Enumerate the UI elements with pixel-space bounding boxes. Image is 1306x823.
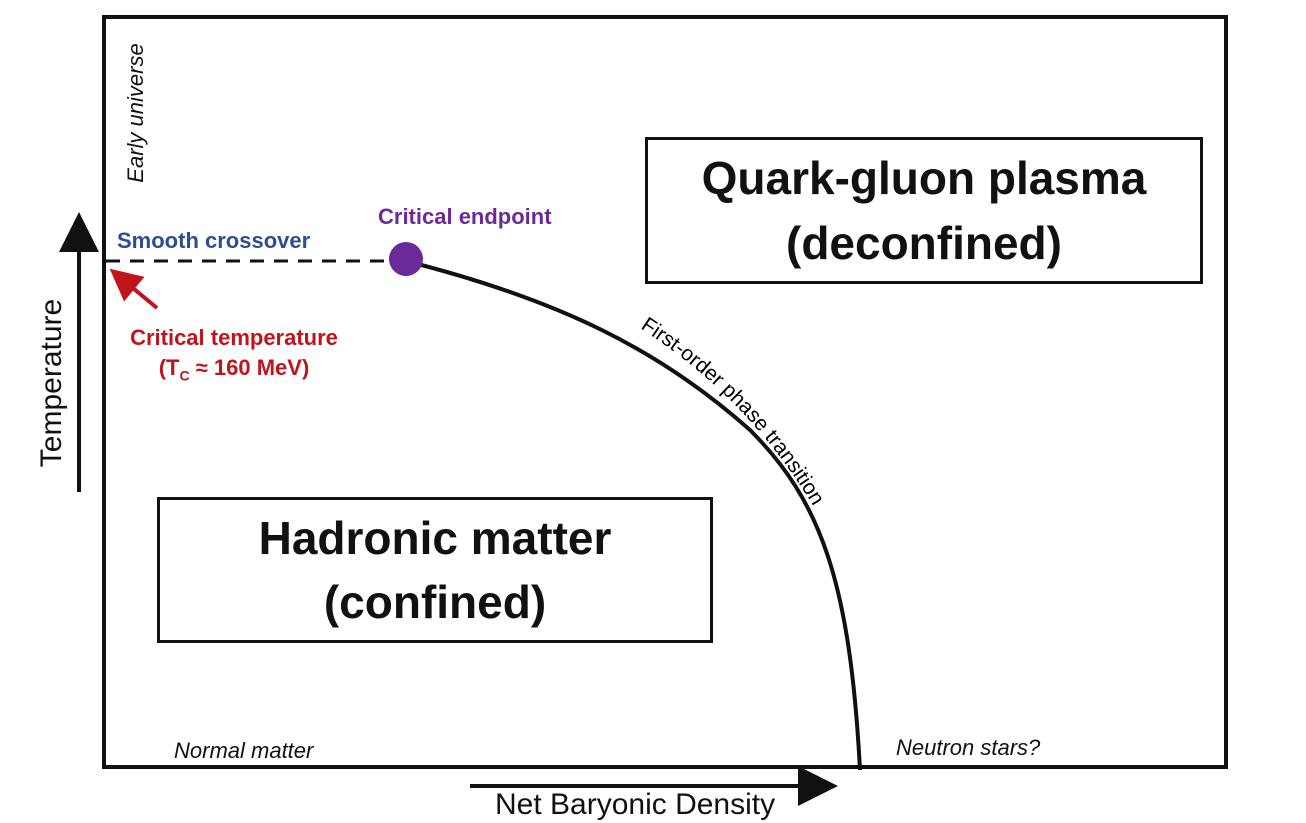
smooth-crossover-label: Smooth crossover bbox=[117, 228, 311, 253]
qgp-title: Quark-gluon plasma bbox=[701, 152, 1147, 205]
qgp-region-box: Quark-gluon plasma (deconfined) bbox=[645, 137, 1203, 284]
first-order-transition-curve bbox=[405, 259, 862, 771]
critical-temperature-arrow bbox=[109, 268, 159, 310]
first-order-transition-label: First-order phase transition bbox=[637, 313, 829, 509]
diagram-frame bbox=[102, 15, 1228, 769]
early-universe-label-wrap: Early universe bbox=[121, 30, 151, 195]
hadronic-region-box: Hadronic matter (confined) bbox=[157, 497, 713, 643]
temperature-axis-label: Temperature bbox=[35, 298, 68, 467]
neutron-stars-label: Neutron stars? bbox=[896, 735, 1041, 760]
hadronic-subtitle: (confined) bbox=[323, 576, 547, 628]
critical-endpoint-label: Critical endpoint bbox=[378, 204, 552, 229]
critical-temperature-value: (TC ≈ 160 MeV) bbox=[158, 355, 310, 384]
qgp-subtitle: (deconfined) bbox=[786, 216, 1062, 269]
critical-temperature-title: Critical temperature bbox=[130, 325, 338, 350]
density-axis-label: Net Baryonic Density bbox=[495, 788, 776, 821]
critical-endpoint-marker bbox=[389, 242, 423, 276]
normal-matter-label: Normal matter bbox=[174, 738, 314, 763]
critical-temperature-label: Critical temperature (TC ≈ 160 MeV) bbox=[105, 323, 363, 390]
temperature-axis-label-wrap: Temperature bbox=[32, 290, 72, 475]
hadronic-title: Hadronic matter bbox=[258, 511, 612, 564]
early-universe-label: Early universe bbox=[123, 42, 148, 183]
